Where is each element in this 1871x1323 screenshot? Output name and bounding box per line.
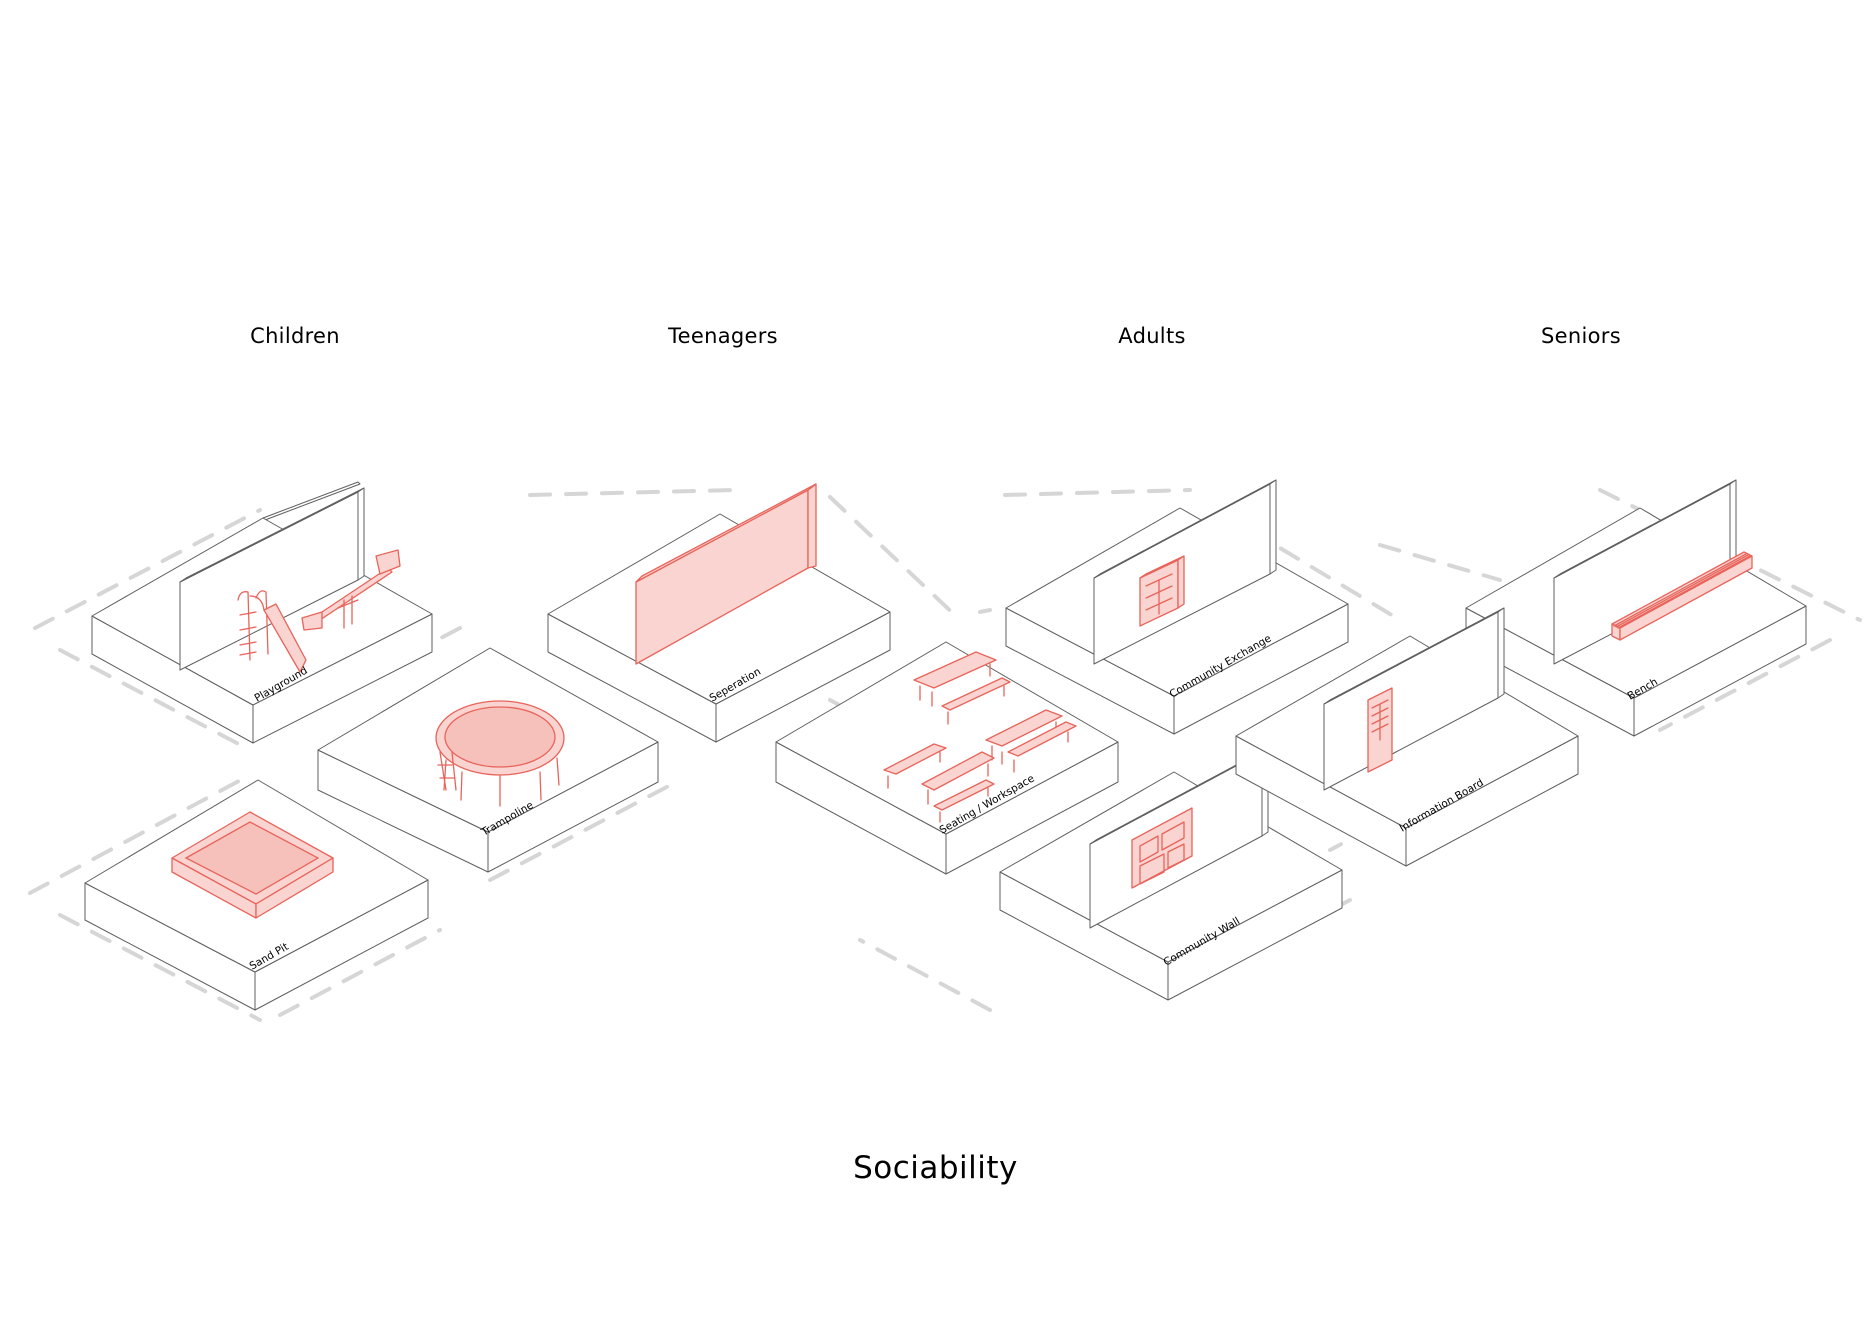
bench-table-icon <box>883 651 1077 823</box>
tile-seperation: Seperation <box>547 483 891 743</box>
tile-playground: Playground <box>91 481 433 744</box>
seperation-wall-icon <box>635 483 817 665</box>
tile-seating: Seating / Workspace <box>775 641 1119 875</box>
tile-trampoline: Trampoline <box>317 647 659 873</box>
information-board-icon <box>1367 687 1393 773</box>
tile-community-exchange: Community Exchange <box>1005 479 1349 735</box>
notice-board-icon <box>1131 807 1193 889</box>
trampoline-icon <box>435 700 565 807</box>
group-title-adults: Adults <box>1118 324 1186 348</box>
seesaw-icon <box>301 549 401 631</box>
exchange-cabinet-icon <box>1139 555 1185 627</box>
bench-icon <box>1611 551 1753 641</box>
group-title-children: Children <box>250 324 340 348</box>
group-title-seniors: Seniors <box>1541 324 1621 348</box>
tile-community-wall: Community Wall <box>999 747 1343 1001</box>
diagram-title: Sociability <box>853 1150 1018 1186</box>
group-title-teenagers: Teenagers <box>668 324 778 348</box>
sandpit-icon <box>171 811 334 919</box>
tile-information-board: Information Board <box>1235 607 1579 867</box>
tile-sandpit: Sand Pit <box>84 779 429 1011</box>
tile-bench: Bench <box>1465 479 1807 737</box>
slide-icon <box>237 590 307 673</box>
